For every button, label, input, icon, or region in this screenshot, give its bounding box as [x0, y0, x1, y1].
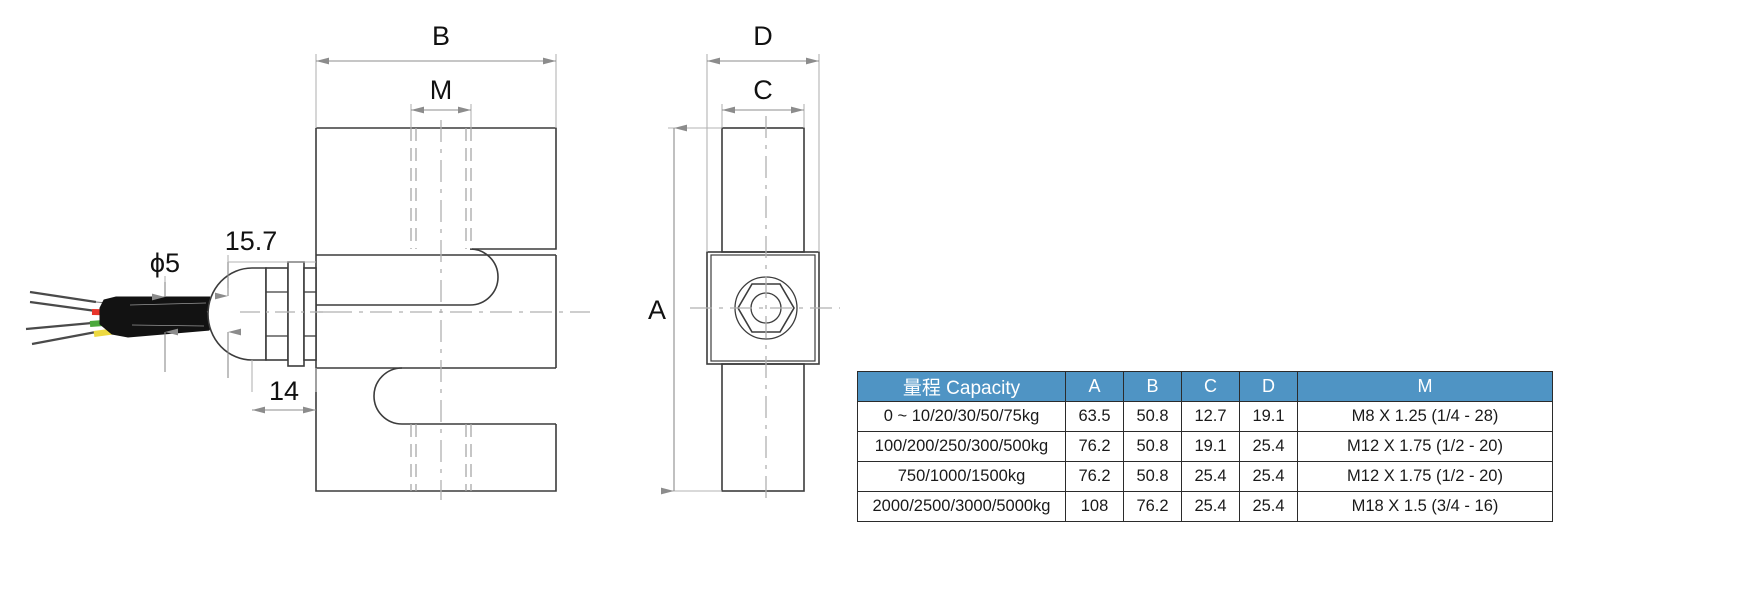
- cell-a: 108: [1065, 491, 1124, 522]
- table-header-row: 量程 Capacity A B C D M: [857, 371, 1553, 402]
- dimension-cable-diameter: ϕ5: [150, 248, 180, 372]
- dimension-gland-length-label: 15.7: [225, 226, 278, 256]
- cell-d: 19.1: [1239, 401, 1298, 432]
- cell-m: M12 X 1.75 (1/2 - 20): [1297, 431, 1553, 462]
- cell-capacity: 0 ~ 10/20/30/50/75kg: [857, 401, 1066, 432]
- cell-b: 76.2: [1123, 491, 1182, 522]
- cell-m: M12 X 1.75 (1/2 - 20): [1297, 461, 1553, 492]
- column-header-m: M: [1297, 371, 1553, 402]
- dimension-c-label: C: [753, 75, 773, 105]
- cell-b: 50.8: [1123, 431, 1182, 462]
- dimension-d-label: D: [753, 21, 773, 51]
- column-header-b: B: [1123, 371, 1182, 402]
- front-thread-hidden-upper: [410, 128, 472, 249]
- cable-detail: ϕ5 15.7 14: [25, 226, 330, 414]
- front-upper-fillet: [443, 248, 499, 306]
- cell-b: 50.8: [1123, 461, 1182, 492]
- cell-d: 25.4: [1239, 461, 1298, 492]
- table-row: 2000/2500/3000/5000kg 108 76.2 25.4 25.4…: [857, 491, 1553, 522]
- specification-table-container: 量程 Capacity A B C D M 0 ~ 10/20/30/50/75…: [857, 371, 1553, 522]
- front-lower-fillet: [373, 367, 430, 425]
- cell-b: 50.8: [1123, 401, 1182, 432]
- cell-a: 76.2: [1065, 461, 1124, 492]
- front-upper-block: [316, 127, 557, 250]
- table-row: 100/200/250/300/500kg 76.2 50.8 19.1 25.…: [857, 431, 1553, 462]
- dimension-gland-offset-label: 14: [269, 376, 299, 406]
- dimension-b-label: B: [432, 21, 450, 51]
- specification-table: 量程 Capacity A B C D M 0 ~ 10/20/30/50/75…: [857, 371, 1553, 522]
- table-row: 0 ~ 10/20/30/50/75kg 63.5 50.8 12.7 19.1…: [857, 401, 1553, 432]
- cell-c: 25.4: [1181, 491, 1240, 522]
- column-header-d: D: [1239, 371, 1298, 402]
- cell-d: 25.4: [1239, 491, 1298, 522]
- cell-capacity: 100/200/250/300/500kg: [857, 431, 1066, 462]
- table-row: 750/1000/1500kg 76.2 50.8 25.4 25.4 M12 …: [857, 461, 1553, 492]
- cell-a: 63.5: [1065, 401, 1124, 432]
- table-header: 量程 Capacity A B C D M: [857, 371, 1553, 402]
- cell-c: 25.4: [1181, 461, 1240, 492]
- front-lower-block: [315, 368, 557, 492]
- cable-sheen: [129, 302, 207, 327]
- side-hex-socket: [737, 283, 795, 333]
- side-top-boss: [721, 127, 805, 253]
- cell-m: M8 X 1.25 (1/4 - 28): [1297, 401, 1553, 432]
- dimension-cable-diameter-label: ϕ5: [150, 248, 180, 278]
- column-header-c: C: [1181, 371, 1240, 402]
- dimension-m-label: M: [430, 75, 453, 105]
- cell-c: 19.1: [1181, 431, 1240, 462]
- column-header-a: A: [1065, 371, 1124, 402]
- cable-gland: [207, 261, 317, 367]
- cell-m: M18 X 1.5 (3/4 - 16): [1297, 491, 1553, 522]
- table-body: 0 ~ 10/20/30/50/75kg 63.5 50.8 12.7 19.1…: [857, 401, 1553, 522]
- dimension-c: C: [721, 75, 805, 128]
- cable-gland-detail-lines: [266, 291, 316, 337]
- cell-d: 25.4: [1239, 431, 1298, 462]
- wire-leads: [25, 290, 97, 346]
- dimension-gland-length: 15.7: [215, 226, 316, 378]
- side-view: D C A: [648, 21, 840, 503]
- dimension-a-label: A: [648, 295, 666, 325]
- cell-capacity: 750/1000/1500kg: [857, 461, 1066, 492]
- cell-a: 76.2: [1065, 431, 1124, 462]
- dimension-a: A: [648, 124, 722, 495]
- cell-capacity: 2000/2500/3000/5000kg: [857, 491, 1066, 522]
- cell-c: 12.7: [1181, 401, 1240, 432]
- column-header-capacity: 量程 Capacity: [857, 371, 1066, 402]
- front-view: B M: [290, 21, 590, 500]
- dimension-b: B: [315, 21, 557, 128]
- dimension-gland-offset: 14: [251, 360, 317, 414]
- side-bottom-boss: [721, 363, 805, 492]
- dimension-m: M: [410, 75, 472, 128]
- dimension-d: D: [706, 21, 820, 252]
- front-thread-hidden-lower: [410, 424, 472, 491]
